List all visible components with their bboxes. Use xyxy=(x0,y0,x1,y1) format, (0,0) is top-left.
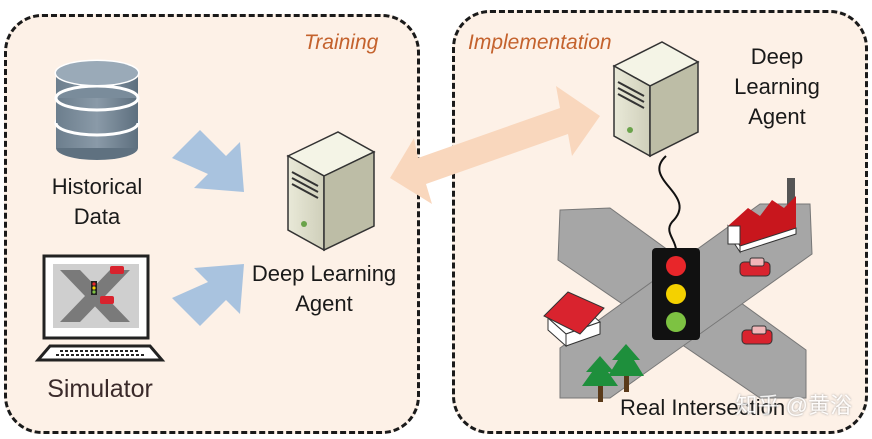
server-icon-implementation xyxy=(612,41,700,158)
traffic-light-icon xyxy=(652,248,700,340)
training-title: Training xyxy=(304,31,379,54)
agent-impl-line3: Agent xyxy=(748,104,806,129)
tree-icon-2 xyxy=(608,344,644,392)
house-icon xyxy=(543,291,605,348)
simulator-computer-icon xyxy=(34,254,166,362)
intersection-label: Real Intersection xyxy=(620,395,786,420)
historical-data-line1: Historical xyxy=(51,174,143,199)
car-icon-1 xyxy=(739,257,771,277)
agent-impl-line1: Deep xyxy=(750,44,804,69)
arrow-data-to-agent xyxy=(172,130,244,192)
historical-data-line2: Data xyxy=(73,204,121,229)
simulator-label: Simulator xyxy=(47,375,153,403)
cable xyxy=(658,155,681,251)
historical-data-label: Historical Data xyxy=(40,172,154,232)
watermark: 知乎 @黄浴 xyxy=(735,393,852,418)
agent-training-line1: Deep Learning xyxy=(251,261,397,286)
factory-icon xyxy=(727,178,797,254)
database-icon xyxy=(54,59,140,160)
agent-training-label: Deep Learning Agent xyxy=(240,259,408,319)
double-arrow xyxy=(390,86,600,204)
agent-impl-line2: Learning xyxy=(734,74,820,99)
server-icon-training xyxy=(286,131,376,252)
implementation-title: Implementation xyxy=(468,31,612,54)
tree-icon-1 xyxy=(582,356,618,402)
arrow-simulator-to-agent xyxy=(172,264,244,326)
car-icon-2 xyxy=(741,325,773,345)
agent-impl-label: Deep Learning Agent xyxy=(722,42,832,132)
agent-training-line2: Agent xyxy=(295,291,353,316)
